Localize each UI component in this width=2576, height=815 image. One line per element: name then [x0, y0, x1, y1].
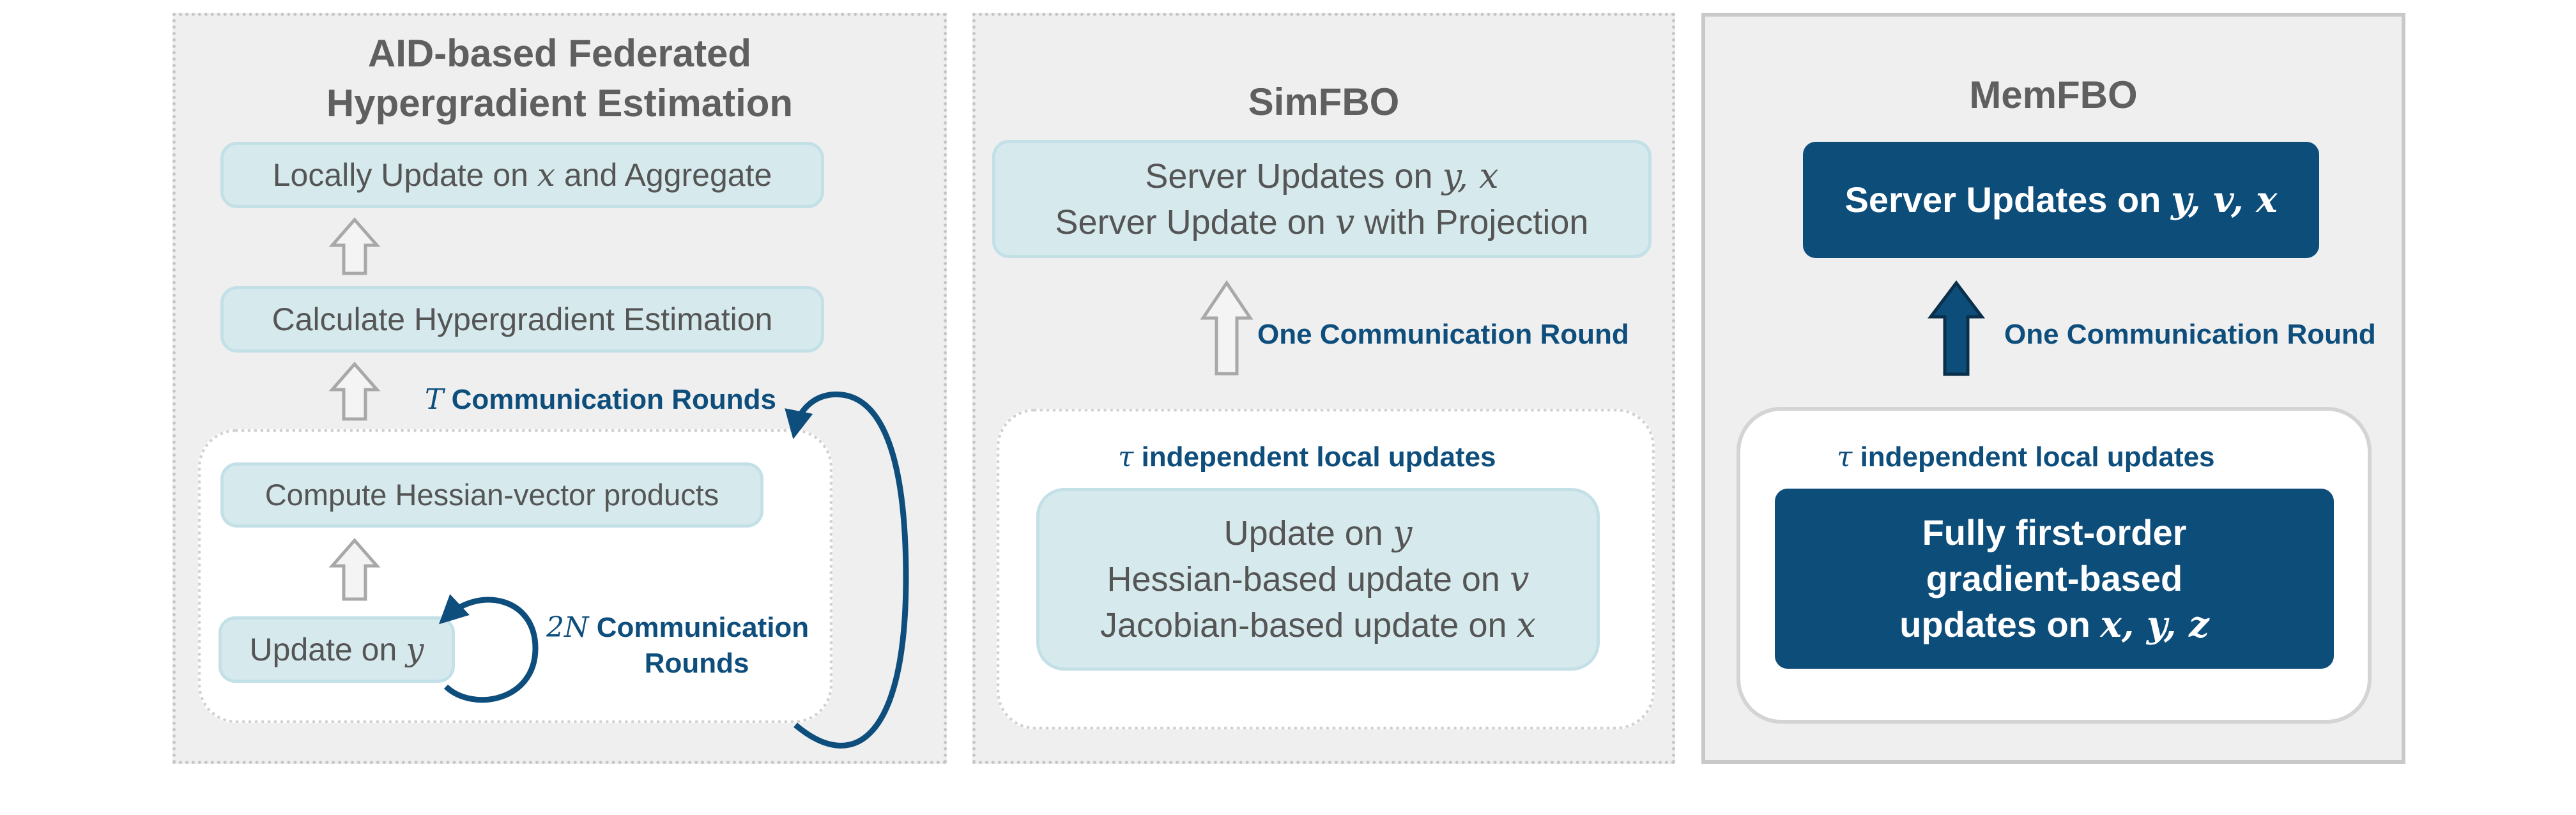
memfbo-comm-label: One Communication Round [2004, 319, 2376, 350]
aid-update-y-box: Update on y [218, 616, 455, 683]
aid-up-arrow-3 [328, 538, 381, 601]
aid-hessian-vector-text: Compute Hessian-vector products [264, 478, 719, 512]
simfbo-comm-label: One Communication Round [1257, 319, 1629, 350]
aid-title: AID-based Federated Hypergradient Estima… [176, 29, 944, 128]
simfbo-title: SimFBO [1248, 80, 1400, 123]
aid-self-loop-arrow [438, 594, 539, 703]
aid-calc-hypergradient-text: Calculate Hypergradient Estimation [272, 301, 773, 337]
aid-outer-loop-arrow [785, 391, 909, 749]
aid-calc-hypergradient-box: Calculate Hypergradient Estimation [220, 286, 824, 353]
memfbo-tau-label: τ independent local updates [1837, 441, 2215, 473]
memfbo-title: MemFBO [1969, 73, 2138, 116]
aid-2n-rounds-label: 2N Communication Rounds [546, 611, 809, 679]
simfbo-server-line2: Server Update on v with Projection [1055, 201, 1589, 242]
aid-title-line1: AID-based Federated [367, 32, 752, 75]
simfbo-local-line2: Hessian-based update on v [1107, 559, 1529, 599]
simfbo-up-arrow [1200, 280, 1254, 376]
simfbo-tau-label: τ independent local updates [1118, 441, 1496, 473]
memfbo-local-line3: updates on x, y, z [1899, 604, 2209, 646]
aid-local-update-box: Locally Update on x and Aggregate [220, 142, 824, 208]
simfbo-local-box: Update on y Hessian-based update on v Ja… [1036, 488, 1600, 671]
aid-up-arrow-2 [328, 362, 381, 421]
memfbo-local-line2: gradient-based [1926, 558, 2183, 598]
simfbo-local-line3: Jacobian-based update on x [1100, 605, 1536, 645]
memfbo-local-box: Fully first-order gradient-based updates… [1775, 489, 2334, 669]
memfbo-server-text: Server Updates on y, v, x [1844, 179, 2278, 221]
simfbo-server-line1: Server Updates on y, x [1145, 155, 1499, 196]
aid-title-line2: Hypergradient Estimation [326, 82, 793, 125]
simfbo-local-line1: Update on y [1223, 513, 1413, 553]
aid-update-y-text: Update on y [249, 631, 424, 668]
memfbo-up-arrow [1927, 280, 1986, 376]
aid-up-arrow-1 [328, 217, 381, 275]
aid-local-update-text: Locally Update on x and Aggregate [272, 156, 772, 194]
aid-t-rounds-label: T Communication Rounds [425, 383, 777, 416]
memfbo-local-line1: Fully first-order [1922, 512, 2187, 552]
memfbo-server-box: Server Updates on y, v, x [1803, 142, 2319, 258]
simfbo-server-box: Server Updates on y, x Server Update on … [992, 140, 1652, 258]
aid-hessian-vector-box: Compute Hessian-vector products [220, 462, 763, 528]
